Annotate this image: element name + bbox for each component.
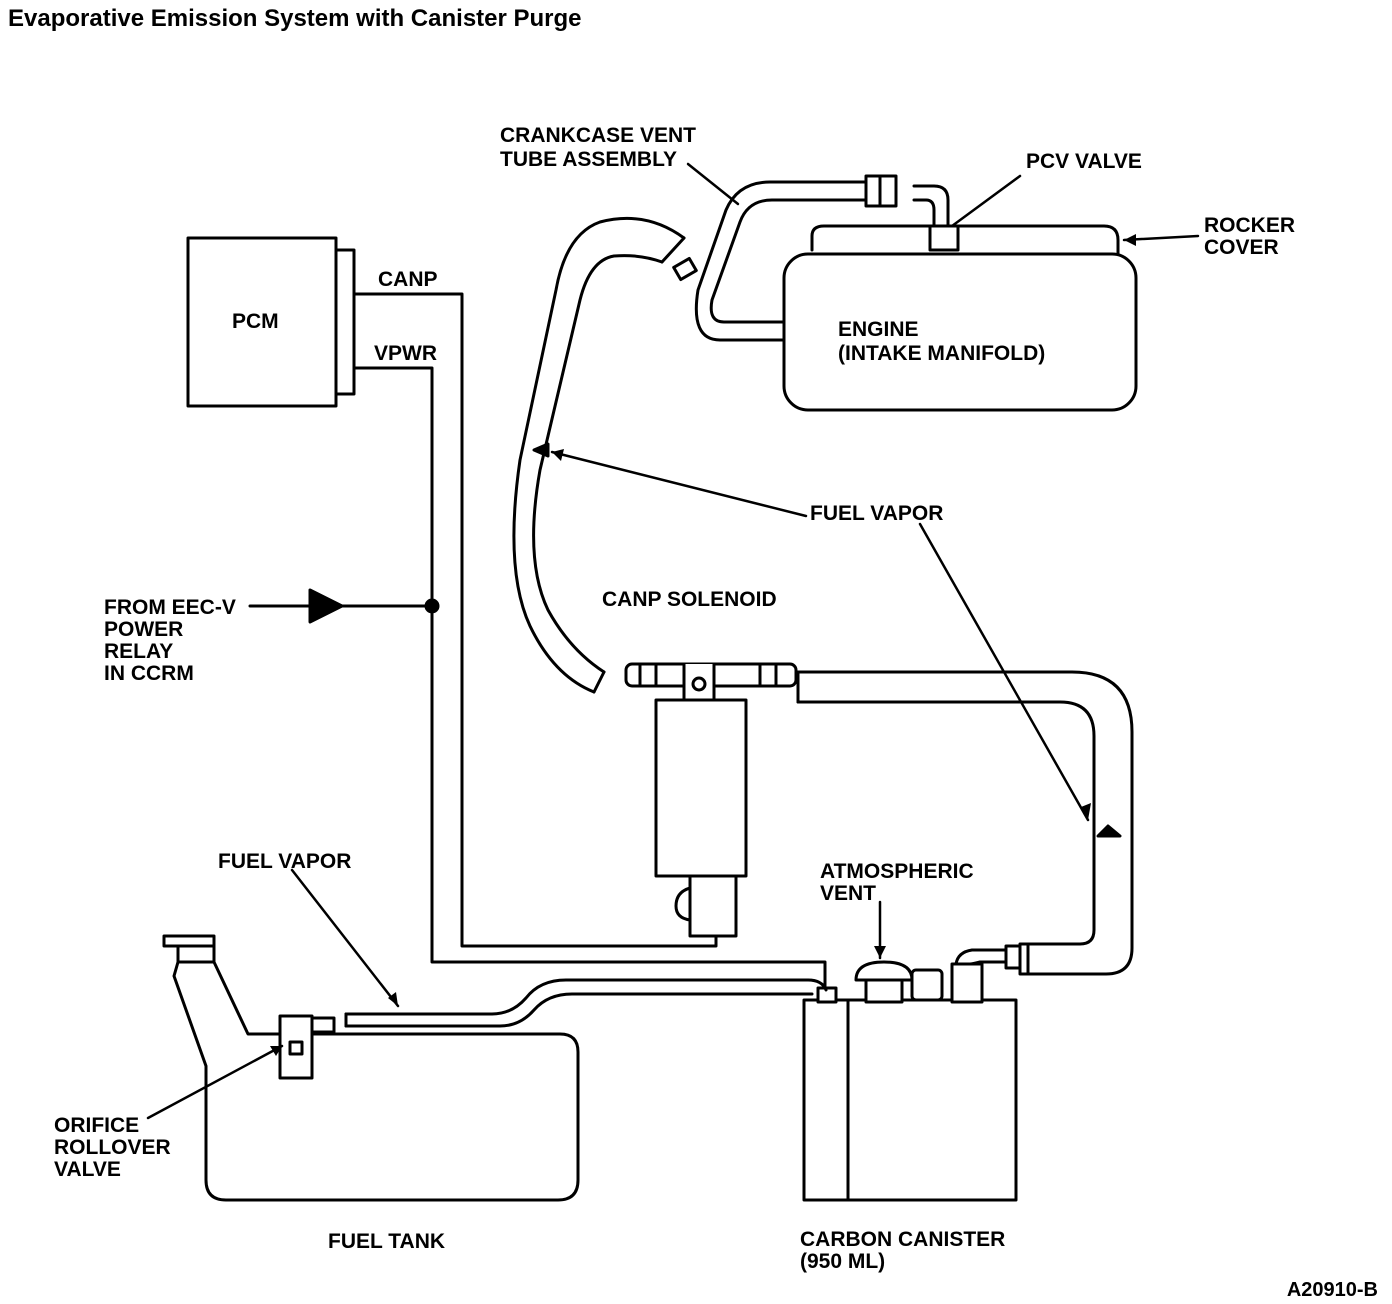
purge-hose-lower [796, 670, 1134, 976]
fuel-tank [162, 934, 580, 1202]
orifice-rollover-valve [278, 1014, 336, 1080]
label-fuel-vapor-upper: FUEL VAPOR [810, 502, 943, 525]
label-vpwr-wire: VPWR [374, 342, 437, 365]
flow-arrow-upper [532, 442, 550, 458]
label-canp-wire: CANP [378, 268, 438, 291]
purge-hose-upper [512, 216, 698, 694]
label-pcm: PCM [232, 310, 279, 333]
label-atmospheric-vent: ATMOSPHERIC VENT [820, 860, 979, 905]
figure-code: A20910-B [1287, 1279, 1378, 1301]
leader-arrowheads [270, 234, 1136, 1056]
flow-arrow-lower [1096, 824, 1122, 838]
label-fuel-vapor-lower: FUEL VAPOR [218, 850, 351, 873]
fuel-vapor-line [344, 978, 828, 1028]
label-from-eec: FROM EEC-V POWER RELAY IN CCRM [104, 596, 242, 685]
canp-solenoid [624, 662, 798, 938]
pcm-module [186, 236, 356, 408]
canp-wire [352, 292, 718, 948]
label-orifice-rollover-valve: ORIFICE ROLLOVER VALVE [54, 1114, 177, 1181]
crankcase-vent-tube [694, 174, 898, 342]
label-carbon-canister: CARBON CANISTER (950 ML) [800, 1228, 1011, 1273]
label-canp-solenoid: CANP SOLENOID [602, 588, 777, 611]
label-engine: ENGINE (INTAKE MANIFOLD) [838, 318, 1045, 365]
label-fuel-tank: FUEL TANK [328, 1230, 445, 1253]
carbon-canister [802, 944, 1022, 1202]
diagram-title: Evaporative Emission System with Caniste… [8, 5, 582, 32]
engine-block [782, 224, 1138, 412]
wire-junction-dot [424, 598, 440, 614]
label-rocker-cover: ROCKER COVER [1204, 214, 1301, 259]
label-crankcase-vent: CRANKCASE VENT TUBE ASSEMBLY [500, 124, 702, 171]
leader-lines [146, 162, 1200, 1120]
label-pcv-valve: PCV VALVE [1026, 150, 1142, 173]
relay-feed-arrow [308, 588, 344, 624]
pcv-valve [912, 184, 960, 252]
